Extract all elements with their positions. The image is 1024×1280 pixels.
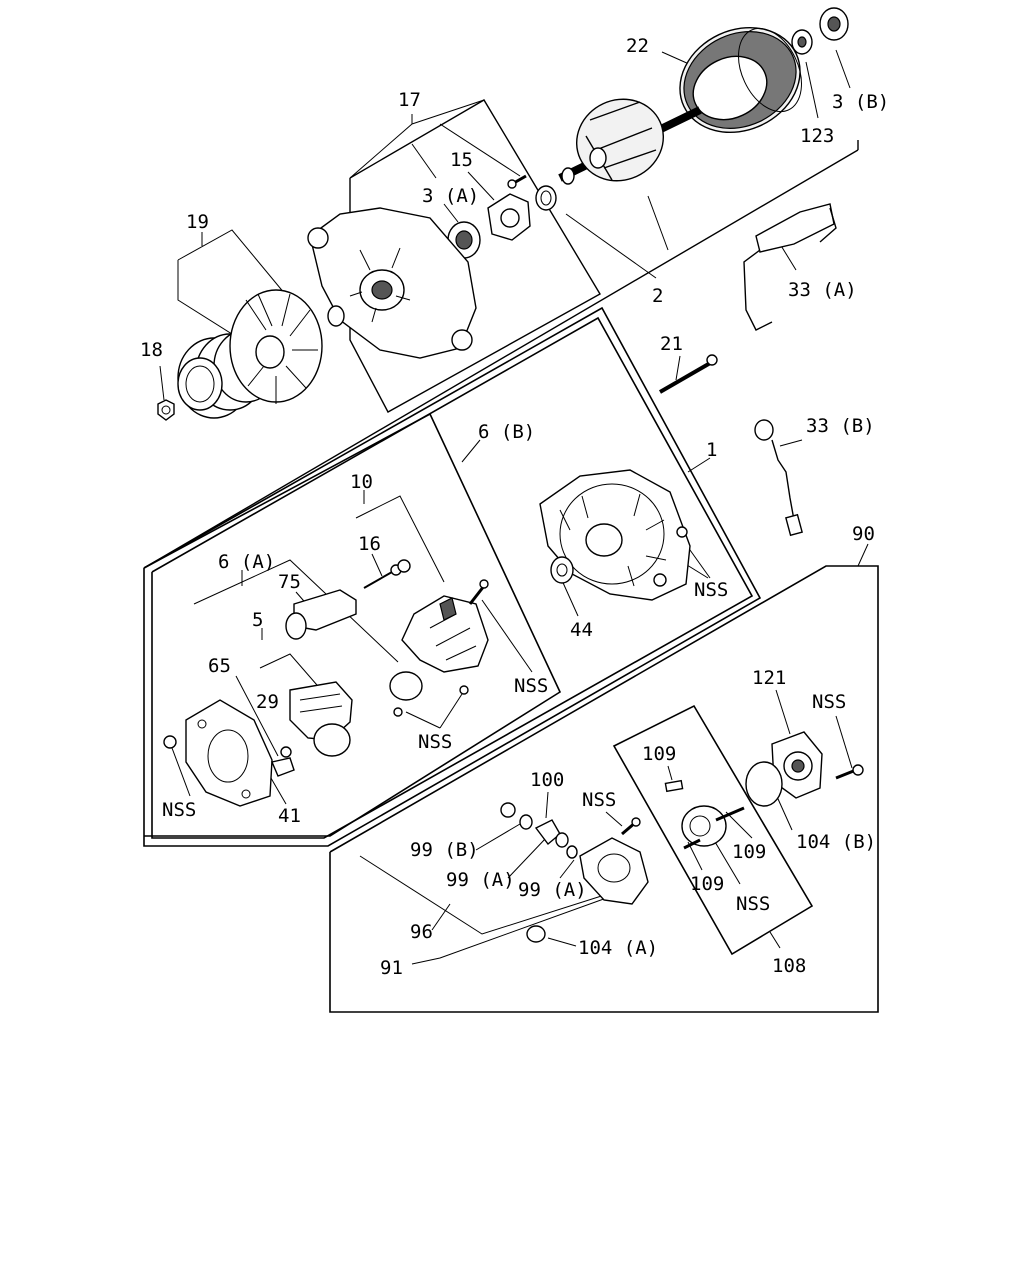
- callout-121: 121: [752, 667, 786, 689]
- callout-3b: 3 (B): [832, 91, 889, 113]
- part-wire-33a: [743, 203, 837, 331]
- part-nut-18: [157, 399, 175, 421]
- callout-108: 108: [772, 955, 806, 977]
- part-washers-99a: [555, 832, 578, 859]
- part-oring: [389, 671, 423, 701]
- part-rotor-109: [681, 805, 745, 850]
- callout-100: 100: [530, 769, 564, 791]
- callout-15: 15: [450, 149, 473, 171]
- part-oring-104a: [526, 925, 546, 943]
- callout-99a-1: 99 (A): [446, 869, 515, 891]
- part-brush-holder: [285, 589, 357, 640]
- callout-10: 10: [350, 471, 373, 493]
- part-pump-cover: [771, 731, 823, 799]
- callout-17: 17: [398, 89, 421, 111]
- callout-44: 44: [570, 619, 593, 641]
- callout-6b: 6 (B): [478, 421, 535, 443]
- part-small-screws: [393, 685, 469, 717]
- part-nut-left: [163, 735, 177, 749]
- callout-18: 18: [140, 339, 163, 361]
- part-collar-123: [791, 29, 813, 55]
- callout-91: 91: [380, 957, 403, 979]
- callout-75: 75: [278, 571, 301, 593]
- part-bearing-3b: [819, 7, 849, 41]
- part-screw-16: [363, 559, 411, 589]
- callout-109-right: 109: [732, 841, 766, 863]
- callout-nss-regulator: NSS: [514, 675, 548, 697]
- part-front-housing: [307, 207, 477, 359]
- callout-19: 19: [186, 211, 209, 233]
- frame-main-inner: [151, 316, 754, 839]
- part-nut-rear: [676, 526, 688, 538]
- group-frames: [143, 99, 879, 1013]
- part-bolt-pump: [621, 817, 641, 836]
- part-rectifier: [289, 681, 353, 757]
- callout-3a: 3 (A): [422, 185, 479, 207]
- callout-22: 22: [626, 35, 649, 57]
- callout-nss-rear: NSS: [694, 579, 728, 601]
- part-shaft-100: [519, 814, 561, 846]
- frame-6b: [143, 412, 562, 837]
- callout-2: 2: [652, 285, 663, 307]
- callout-nss-left: NSS: [162, 799, 196, 821]
- frame-90: [329, 565, 879, 1013]
- part-pump-housing: [579, 837, 649, 905]
- part-nut-99b: [500, 802, 516, 818]
- callout-labels: 1 2 3 (A) 3 (B) 5 6 (A) 6 (B) 10 15 16 1…: [140, 35, 889, 979]
- callout-104b: 104 (B): [796, 831, 876, 853]
- callout-99b: 99 (B): [410, 839, 479, 861]
- callout-nss-pump: NSS: [582, 789, 616, 811]
- part-spacer-44: [550, 556, 574, 584]
- part-spacer-small: [327, 305, 345, 327]
- part-terminal-65: [271, 746, 295, 777]
- part-bolt-10: [468, 579, 489, 605]
- part-rotor: [558, 98, 702, 185]
- callout-99a-2: 99 (A): [518, 879, 587, 901]
- callout-nss-screws: NSS: [418, 731, 452, 753]
- callout-29: 29: [256, 691, 279, 713]
- part-cover-plate: [185, 699, 273, 807]
- part-screw-front: [507, 174, 527, 189]
- part-bearing-3a: [447, 221, 481, 259]
- callout-6a: 6 (A): [218, 551, 275, 573]
- callout-5: 5: [252, 609, 263, 631]
- callout-109-top: 109: [642, 743, 676, 765]
- callout-41: 41: [278, 805, 301, 827]
- part-vane: [664, 779, 684, 793]
- callout-21: 21: [660, 333, 683, 355]
- callout-nss-108: NSS: [736, 893, 770, 915]
- callout-65: 65: [208, 655, 231, 677]
- callout-16: 16: [358, 533, 381, 555]
- callout-nss-121: NSS: [812, 691, 846, 713]
- part-spacer: [535, 185, 557, 211]
- part-fan: [229, 289, 323, 404]
- part-sensor-33b: [754, 419, 803, 537]
- callout-90: 90: [852, 523, 875, 545]
- part-regulator: [401, 595, 489, 673]
- frame-108: [612, 704, 814, 956]
- callout-104a: 104 (A): [578, 937, 658, 959]
- callout-1: 1: [706, 439, 717, 461]
- callout-123: 123: [800, 125, 834, 147]
- callout-33a: 33 (A): [788, 279, 857, 301]
- callout-109-left: 109: [690, 873, 724, 895]
- part-retainer-plate: [487, 193, 531, 241]
- frame-main-outer: [143, 306, 762, 847]
- part-bolt-121: [835, 764, 864, 780]
- callout-96: 96: [410, 921, 433, 943]
- part-oring-104b: [745, 761, 783, 807]
- part-stator: [679, 26, 802, 134]
- callout-33b: 33 (B): [806, 415, 875, 437]
- part-through-bolt: [659, 354, 718, 394]
